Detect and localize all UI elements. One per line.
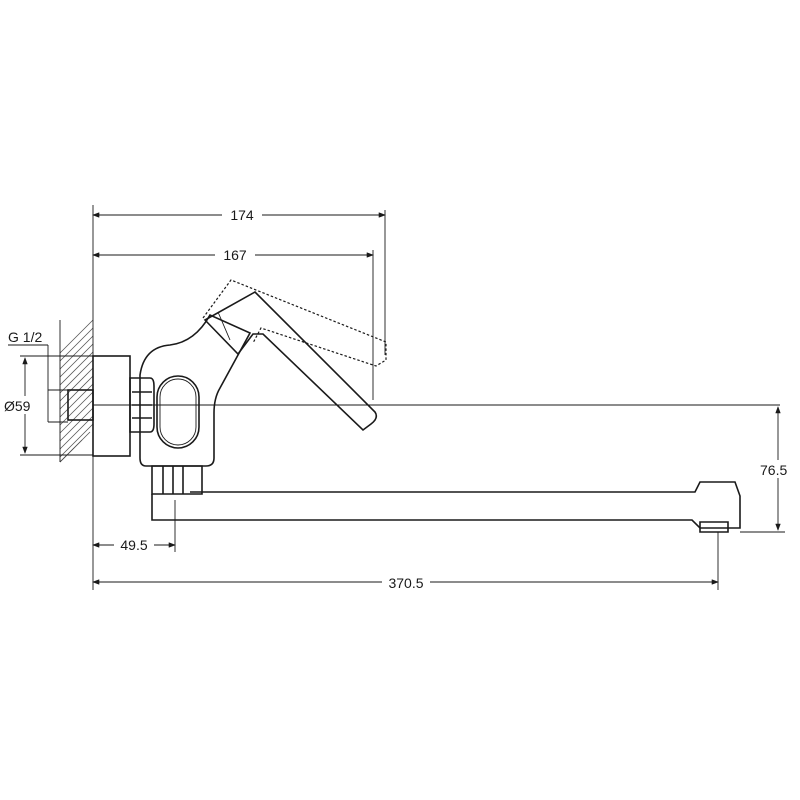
hatch-line [59, 399, 94, 434]
hatch-line [59, 319, 94, 354]
body-oval-recess [156, 375, 200, 449]
lever-handle [203, 291, 378, 432]
hatch-line [59, 335, 94, 370]
hatch-line [59, 351, 94, 386]
spout [151, 481, 741, 529]
lever-handle-raised-outline [202, 279, 387, 367]
hatch-line [59, 407, 94, 442]
aerator [699, 521, 729, 533]
handle-seam [217, 311, 231, 341]
hatch-line [59, 327, 94, 362]
hatch-line [59, 415, 94, 450]
wall-flange [92, 355, 131, 457]
thread-label: G 1/2 [8, 329, 42, 345]
wall-hatch [59, 319, 94, 463]
diameter-label: Ø59 [4, 398, 31, 414]
dimension-label-76-5: 76.5 [760, 462, 787, 478]
faucet-body [139, 313, 252, 467]
dimension-label-174: 174 [230, 207, 254, 223]
hatch-line [59, 375, 94, 410]
hatch-line [59, 367, 94, 402]
body-oval-inner [159, 378, 197, 446]
dimension-label-167: 167 [223, 247, 247, 263]
hatch-line [59, 423, 94, 458]
hatch-line [59, 359, 94, 394]
connection-nut [129, 377, 155, 433]
hatch-line [59, 391, 94, 426]
dimension-label-370-5: 370.5 [388, 575, 423, 591]
hatch-line [59, 455, 67, 463]
hatch-line [59, 343, 94, 378]
dimension-label-49-5: 49.5 [120, 537, 147, 553]
hatch-line [59, 383, 94, 418]
spout-swivel-nut [151, 465, 203, 495]
